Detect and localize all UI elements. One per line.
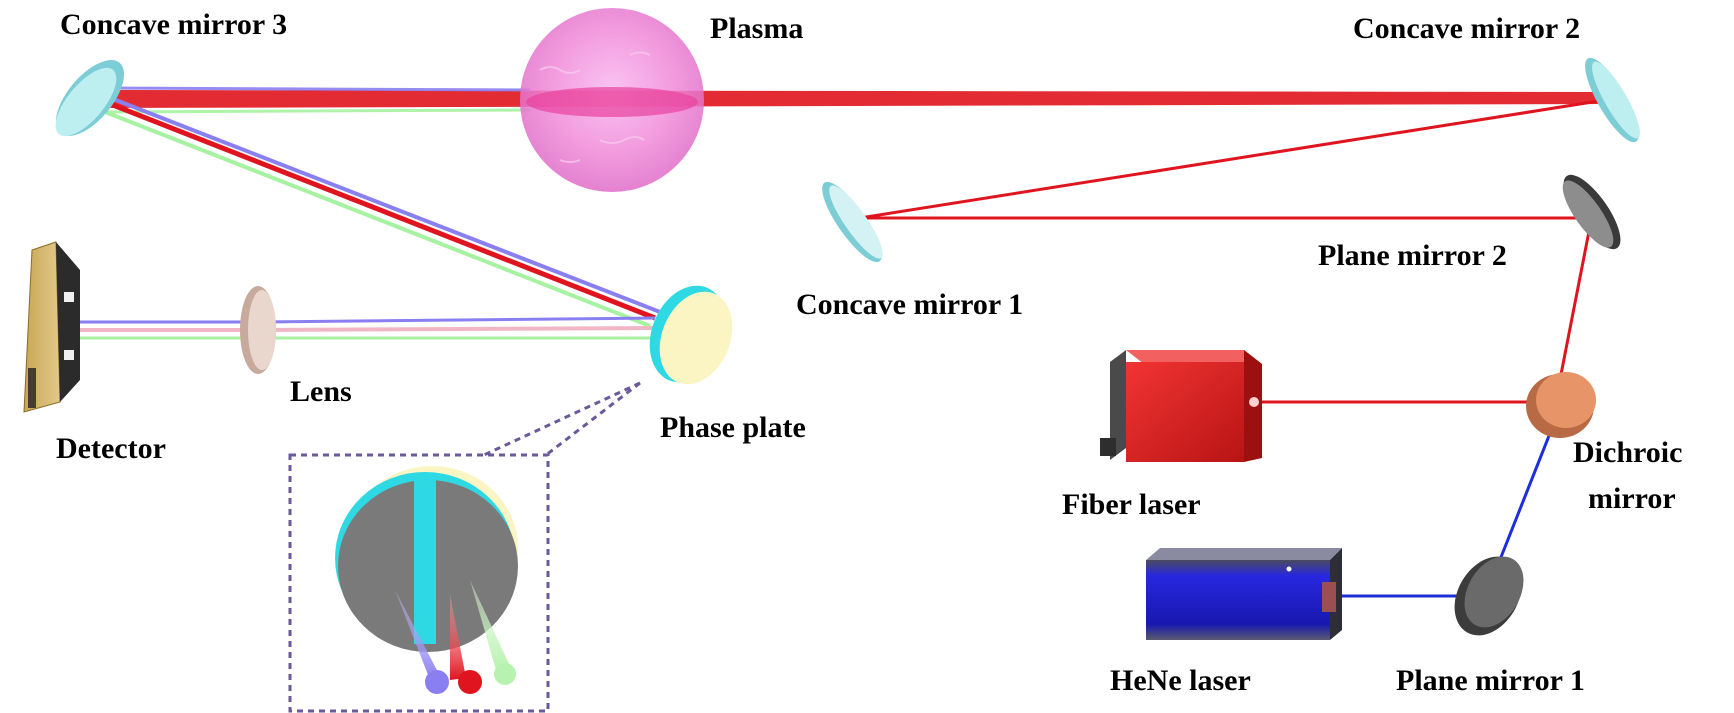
phase-plate-inset [288,381,641,713]
label-hene-laser: HeNe laser [1110,664,1251,697]
detector [23,241,80,413]
label-detector: Detector [56,432,166,465]
label-lens: Lens [290,375,352,408]
phase-plate [649,285,733,385]
plasma [520,8,704,192]
label-dichroic-mirror-line2: mirror [1588,482,1676,515]
label-plane-mirror-1: Plane mirror 1 [1396,664,1585,697]
label-fiber-laser: Fiber laser [1062,488,1201,521]
main-red-beam [90,90,1605,108]
hene-laser [1146,548,1342,640]
beam-to-detector-pink [259,326,656,332]
fiber-laser [1100,350,1262,462]
label-dichroic-mirror-line1: Dichroic [1573,436,1682,469]
label-concave-mirror-2: Concave mirror 2 [1353,12,1580,45]
red-beam-concave1-to-concave2 [859,98,1606,220]
beam-to-phase-plate-red [89,93,656,321]
dichroic-mirror [1526,372,1596,438]
beam-to-phase-plate-violet [89,88,661,314]
main-green-beam [89,108,531,114]
red-beam-to-plane-mirror-2 [1554,215,1594,401]
label-plasma: Plasma [710,12,803,45]
beam-to-phase-plate-green [89,104,651,328]
main-violet-beam [89,86,531,92]
label-plane-mirror-2: Plane mirror 2 [1318,239,1507,272]
concave-mirror-1 [822,181,883,263]
concave-mirror-3 [55,60,125,137]
plane-mirror-2 [1562,174,1621,250]
lens [240,286,276,374]
label-concave-mirror-1: Concave mirror 1 [796,288,1023,321]
plane-mirror-1 [1454,556,1524,636]
concave-mirror-2 [1585,57,1640,143]
label-concave-mirror-3: Concave mirror 3 [60,8,287,41]
beam-to-detector-violet [259,316,656,324]
label-phase-plate: Phase plate [660,411,806,444]
